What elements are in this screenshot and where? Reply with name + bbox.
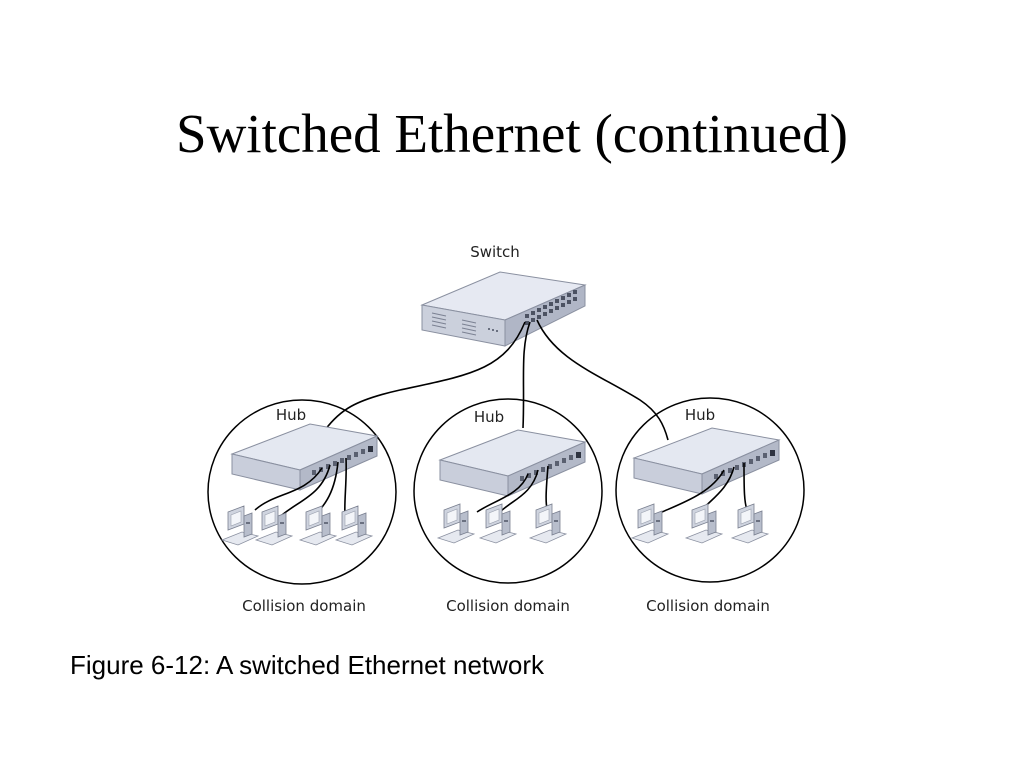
hub-device xyxy=(231,423,378,491)
collision-domain-label: Collision domain xyxy=(242,597,366,615)
uplink-cable-1 xyxy=(324,321,526,431)
hub-label: Hub xyxy=(276,406,306,424)
collision-domain-circle xyxy=(615,397,805,583)
computer xyxy=(685,503,723,544)
hub-device xyxy=(439,429,586,497)
hub-label: Hub xyxy=(474,408,504,426)
computer xyxy=(335,505,373,546)
hub-label: Hub xyxy=(685,406,715,424)
computer xyxy=(299,505,337,546)
collision-domain-2: Hub Collision domain xyxy=(413,398,603,615)
computer xyxy=(221,505,259,546)
switch-device xyxy=(420,271,587,347)
hub-device xyxy=(633,427,780,495)
collision-domain-label: Collision domain xyxy=(646,597,770,615)
computer xyxy=(631,503,669,544)
collision-domain-circle xyxy=(413,398,603,584)
slide-title: Switched Ethernet (continued) xyxy=(175,103,848,164)
computer xyxy=(529,503,567,544)
switch-label: Switch xyxy=(470,243,520,261)
computer xyxy=(437,503,475,544)
computer xyxy=(731,503,769,544)
uplink-cable-2 xyxy=(522,321,531,429)
collision-domain-circle xyxy=(207,399,397,585)
collision-domain-label: Collision domain xyxy=(446,597,570,615)
collision-domain-1: Hub Collision domain xyxy=(207,399,397,615)
collision-domain-3: Hub Collision domain xyxy=(615,397,805,615)
uplink-cables xyxy=(324,319,669,441)
uplink-cable-3 xyxy=(536,319,669,441)
computer xyxy=(479,503,517,544)
figure-caption: Figure 6-12: A switched Ethernet network xyxy=(70,650,545,680)
